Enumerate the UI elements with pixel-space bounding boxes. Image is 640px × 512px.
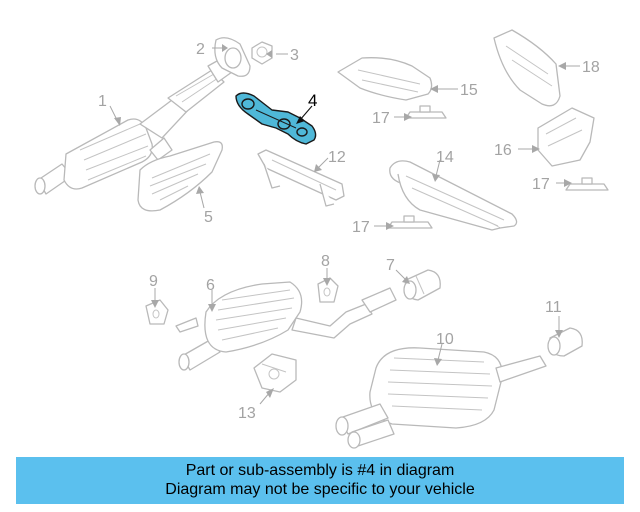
part-14-long-heat-shield — [389, 160, 518, 231]
part-16-bracket — [537, 107, 595, 167]
callout-17-c: 17 — [352, 219, 370, 236]
banner-line-disclaimer: Diagram may not be specific to your vehi… — [165, 481, 475, 498]
callout-18: 18 — [582, 59, 600, 76]
callout-17-a: 17 — [372, 110, 390, 127]
callout-4: 4 — [308, 91, 317, 110]
callout-16: 16 — [494, 142, 512, 159]
part-7-clamp — [403, 269, 441, 301]
callout-6: 6 — [206, 277, 215, 294]
callout-7: 7 — [386, 257, 395, 274]
callout-15: 15 — [460, 82, 478, 99]
part-18-heat-shield — [493, 29, 561, 107]
banner-line-part-reference: Part or sub-assembly is #4 in diagram — [185, 462, 455, 479]
callout-11: 11 — [545, 299, 562, 316]
callout-13: 13 — [238, 405, 256, 422]
callout-2: 2 — [196, 41, 205, 58]
callout-14: 14 — [436, 149, 454, 166]
callout-3: 3 — [290, 47, 299, 64]
callout-8: 8 — [321, 253, 330, 270]
callout-10: 10 — [436, 331, 454, 348]
part-13-mount — [253, 353, 297, 393]
part-5-heat-shield — [137, 141, 223, 212]
part-10-rear-muffler — [335, 347, 547, 449]
callout-9: 9 — [149, 273, 158, 290]
part-11-clamp — [547, 327, 583, 357]
part-17-fastener-b — [565, 177, 609, 191]
callout-17-b: 17 — [532, 176, 550, 193]
callout-1: 1 — [98, 93, 107, 110]
part-6-center-muffler — [175, 281, 397, 371]
part-17-fastener-a — [405, 105, 447, 119]
callout-arrowheads — [114, 44, 572, 398]
callout-12: 12 — [328, 149, 346, 166]
part-17-fastener-c — [387, 215, 433, 229]
part-1-front-pipe-catalytic-converter — [34, 55, 233, 195]
part-12-bracket — [257, 149, 345, 207]
part-15-heat-shield — [337, 57, 433, 101]
info-banner: Part or sub-assembly is #4 in diagram Di… — [16, 457, 624, 504]
part-4-highlighted-heat-shield — [235, 92, 317, 145]
part-8-hanger — [317, 277, 339, 303]
callout-5: 5 — [204, 209, 213, 226]
callout-leaders — [109, 47, 580, 405]
